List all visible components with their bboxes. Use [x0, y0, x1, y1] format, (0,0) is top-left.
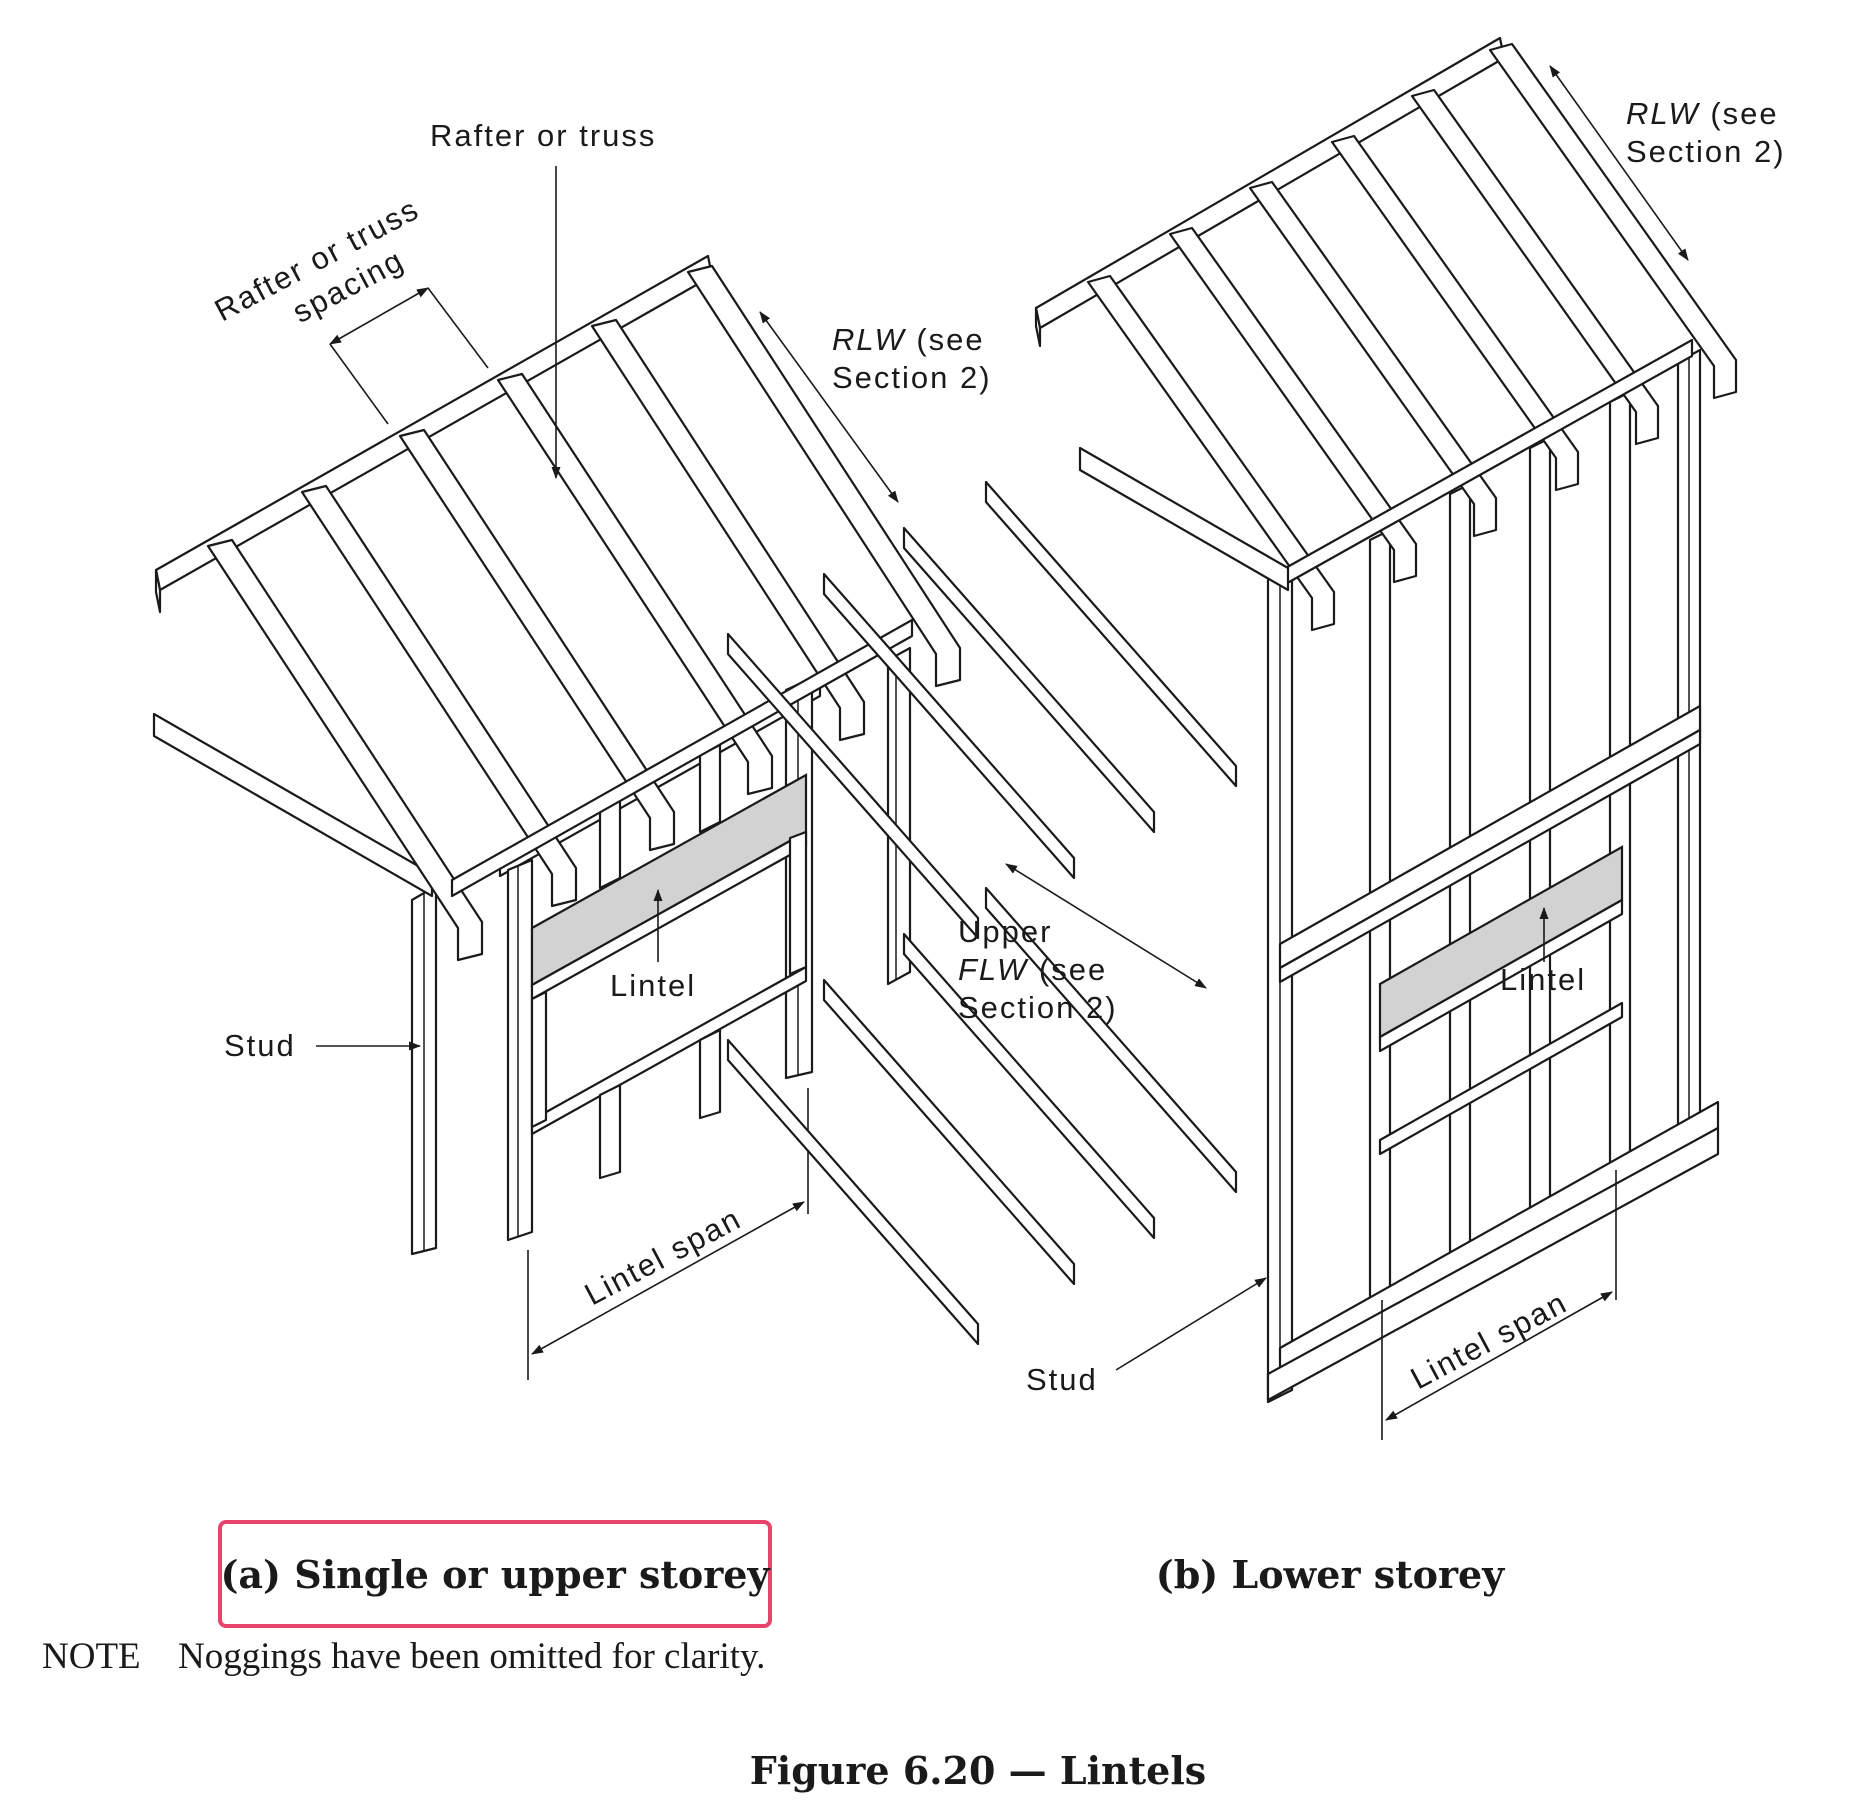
rafter-a-4 — [496, 372, 774, 796]
back-stud-b-1 — [1368, 528, 1392, 1342]
label-flw-b: FLW (see — [958, 952, 1107, 987]
left-wall-stud — [410, 884, 438, 1256]
label-rafter-or-truss: Rafter or truss — [430, 118, 656, 153]
rafter-b-5 — [1410, 88, 1660, 446]
eave-plate — [450, 618, 914, 898]
caption-a: (a) Single or upper storey — [220, 1552, 770, 1597]
note-label: NOTE — [42, 1636, 141, 1677]
rafter-a-2 — [300, 484, 578, 908]
rafter-b-3 — [1248, 180, 1498, 538]
label-lintel-a: Lintel — [610, 968, 696, 1003]
label-rlw-section-a: Section 2) — [832, 360, 992, 395]
lower-joist-b-2 — [902, 932, 1156, 1240]
caption-highlight-box — [218, 1520, 772, 1628]
back-stud-b-3 — [1528, 436, 1552, 1250]
label-lintel-b: Lintel — [1500, 962, 1586, 997]
back-stud-b-2 — [1448, 482, 1472, 1296]
labels-a: Rafter or truss Rafter or truss spacing … — [209, 118, 992, 1380]
label-flw-section-b: Section 2) — [958, 990, 1118, 1025]
rafter-a-3 — [398, 428, 676, 852]
diagram-single-or-upper-storey: Rafter or truss Rafter or truss spacing … — [152, 118, 992, 1380]
figure-title: Figure 6.20 — Lintels — [750, 1748, 1206, 1793]
ceiling-joist-left — [152, 712, 434, 898]
front-corner-stud-b — [1266, 564, 1294, 1404]
label-rlw-b: RLW (see — [1626, 96, 1779, 131]
upper-joist-b-4 — [726, 632, 980, 940]
rafter-a-5 — [590, 318, 866, 742]
lower-joist-b-3 — [822, 978, 1076, 1286]
label-rlw-section-b: Section 2) — [1626, 134, 1786, 169]
lower-joist-b-4 — [726, 1038, 980, 1346]
upper-floor-joists — [726, 480, 1238, 940]
back-stud-b-4 — [1608, 390, 1632, 1204]
label-rlw-a: RLW (see — [832, 322, 985, 357]
note-text: Noggings have been omitted for clarity. — [178, 1636, 765, 1677]
mid-floor-band — [1278, 704, 1702, 984]
rafter-b-1 — [1086, 274, 1336, 632]
label-upper-b: Upper — [958, 914, 1052, 949]
rafter-b-4 — [1330, 134, 1580, 492]
label-lintel-span-a: Lintel span — [579, 1201, 747, 1313]
caption-b: (b) Lower storey — [1156, 1552, 1505, 1597]
rafter-a-1 — [206, 538, 484, 962]
diagram-lower-storey: RLW (see Section 2) Upper FLW (see Secti… — [726, 36, 1786, 1440]
right-return-wall — [886, 646, 912, 986]
label-stud-b: Stud — [1026, 1362, 1098, 1397]
upper-joist-b-1 — [984, 480, 1238, 788]
upper-joist-b-2 — [902, 526, 1156, 834]
rafter-b-2 — [1168, 226, 1418, 584]
rafters-b — [1086, 42, 1738, 632]
label-stud-a: Stud — [224, 1028, 296, 1063]
